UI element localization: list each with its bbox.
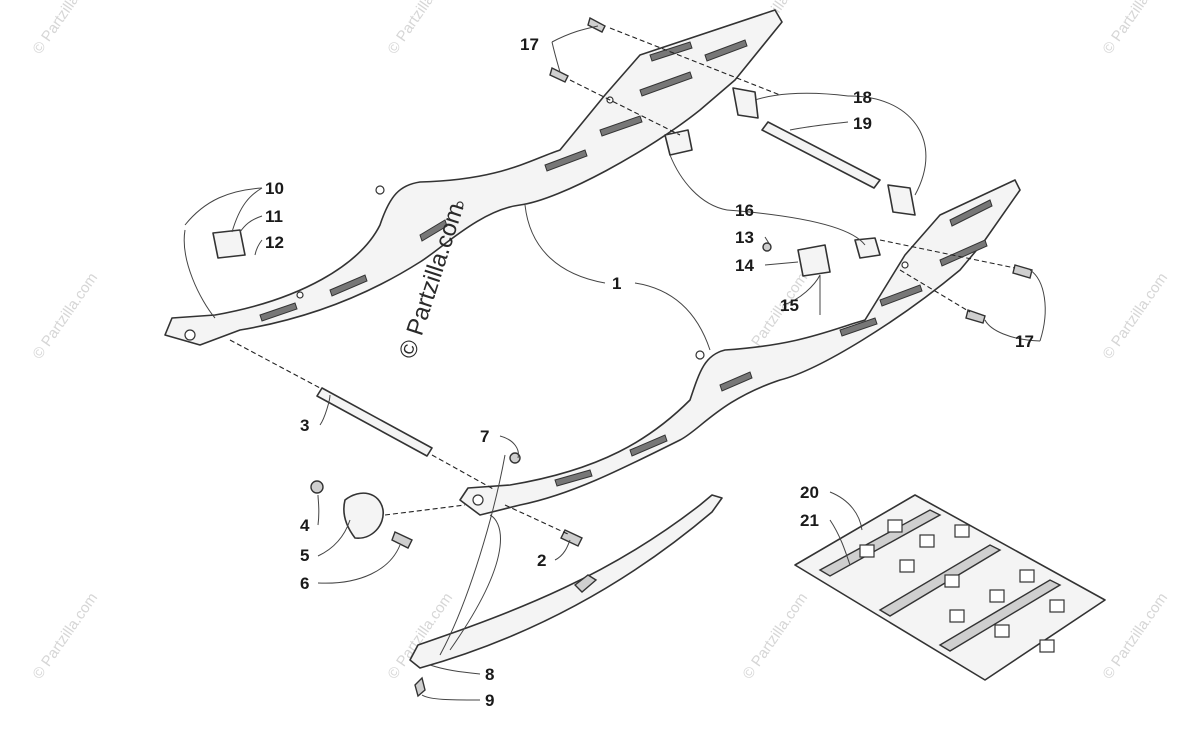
right-skid-rail [459,179,1021,516]
callout-19: 19 [853,114,872,133]
screw [414,676,426,698]
alignment-lines [229,27,1016,536]
callout-7: 7 [480,427,489,446]
callout-12: 12 [265,233,284,252]
bolt [391,531,413,549]
callout-17-lower: 17 [1015,332,1034,351]
bushing-block-lower [887,184,916,216]
callout-10: 10 [265,179,284,198]
nut-small [509,452,521,464]
bolt [587,16,606,33]
callout-21: 21 [800,511,819,530]
watermark-text: © Partzilla.com [29,590,101,683]
callout-1: 1 [612,274,621,293]
cross-shaft [316,387,433,457]
spacer-shaft [761,121,881,189]
bolt [549,66,569,83]
watermark-text: © Partzilla.com [384,0,456,57]
bushing-block-upper [732,87,759,119]
bolt [965,309,986,324]
callout-15: 15 [780,296,799,315]
callout-8: 8 [485,665,494,684]
callout-4: 4 [300,516,310,535]
callout-16: 16 [735,201,754,220]
callout-18: 18 [853,88,872,107]
callout-13: 13 [735,228,754,247]
callout-17-upper: 17 [520,35,539,54]
stopper-block-left [212,229,246,259]
watermark-text: © Partzilla.com [1099,270,1171,363]
stopper-block-right [797,244,831,277]
callout-14: 14 [735,256,754,275]
callout-labels: 17 18 19 10 11 12 16 13 14 1 15 17 3 7 2… [265,35,1034,710]
watermark-text: © Partzilla.com [739,590,811,683]
track-section [794,494,1106,681]
spacer-bushing-right [854,237,881,259]
callout-2: 2 [537,551,546,570]
watermark-text: © Partzilla.com [1099,0,1171,57]
left-skid-rail [164,9,783,346]
watermark-text: © Partzilla.com [29,0,101,57]
callout-11: 11 [265,207,283,226]
watermark-text: © Partzilla.com [1099,590,1171,683]
nut [310,480,324,494]
bolt [1012,264,1033,279]
leader-lines [183,25,1046,701]
watermark-text: © Partzilla.com [29,270,101,363]
bumper-cap [343,492,384,539]
bolt [560,529,583,547]
callout-3: 3 [300,416,309,435]
callout-9: 9 [485,691,494,710]
hardware [212,16,1033,698]
callout-20: 20 [800,483,819,502]
spacer-bushing [664,129,693,156]
rivet [762,242,772,252]
callout-5: 5 [300,546,309,565]
callout-6: 6 [300,574,309,593]
wear-bar [409,494,723,669]
